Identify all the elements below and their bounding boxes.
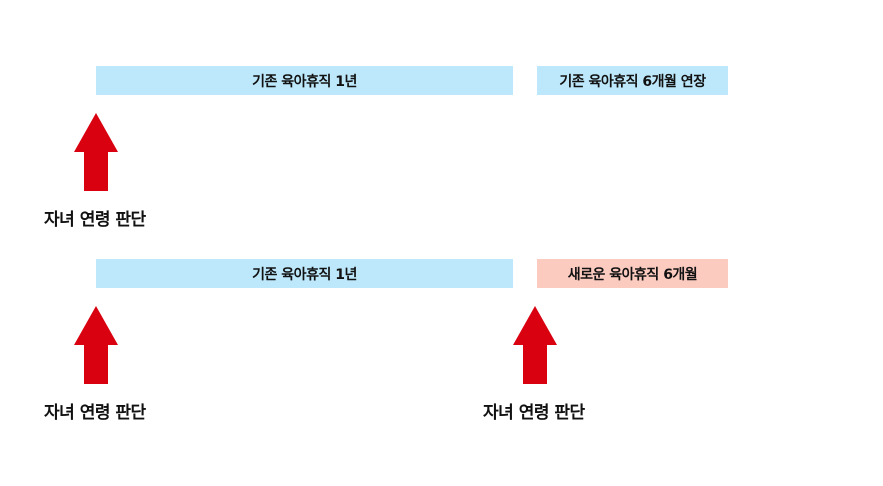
bar-label: 기존 육아휴직 1년 (252, 266, 357, 283)
row1-marker-label: 자녀 연령 판단 (44, 210, 146, 230)
up-arrow-icon (513, 306, 557, 384)
up-arrow-icon (74, 113, 118, 191)
row2-marker-label-2: 자녀 연령 판단 (483, 403, 585, 423)
up-arrow-icon (74, 306, 118, 384)
bar-label: 기존 육아휴직 6개월 연장 (559, 73, 706, 90)
row1-existing-leave-bar: 기존 육아휴직 1년 (96, 66, 513, 95)
row2-marker-label-1: 자녀 연령 판단 (44, 403, 146, 423)
bar-label: 새로운 육아휴직 6개월 (567, 266, 698, 283)
row2-new-leave-bar: 새로운 육아휴직 6개월 (537, 259, 728, 288)
row1-extension-bar: 기존 육아휴직 6개월 연장 (537, 66, 728, 95)
row2-existing-leave-bar: 기존 육아휴직 1년 (96, 259, 513, 288)
bar-label: 기존 육아휴직 1년 (252, 73, 357, 90)
